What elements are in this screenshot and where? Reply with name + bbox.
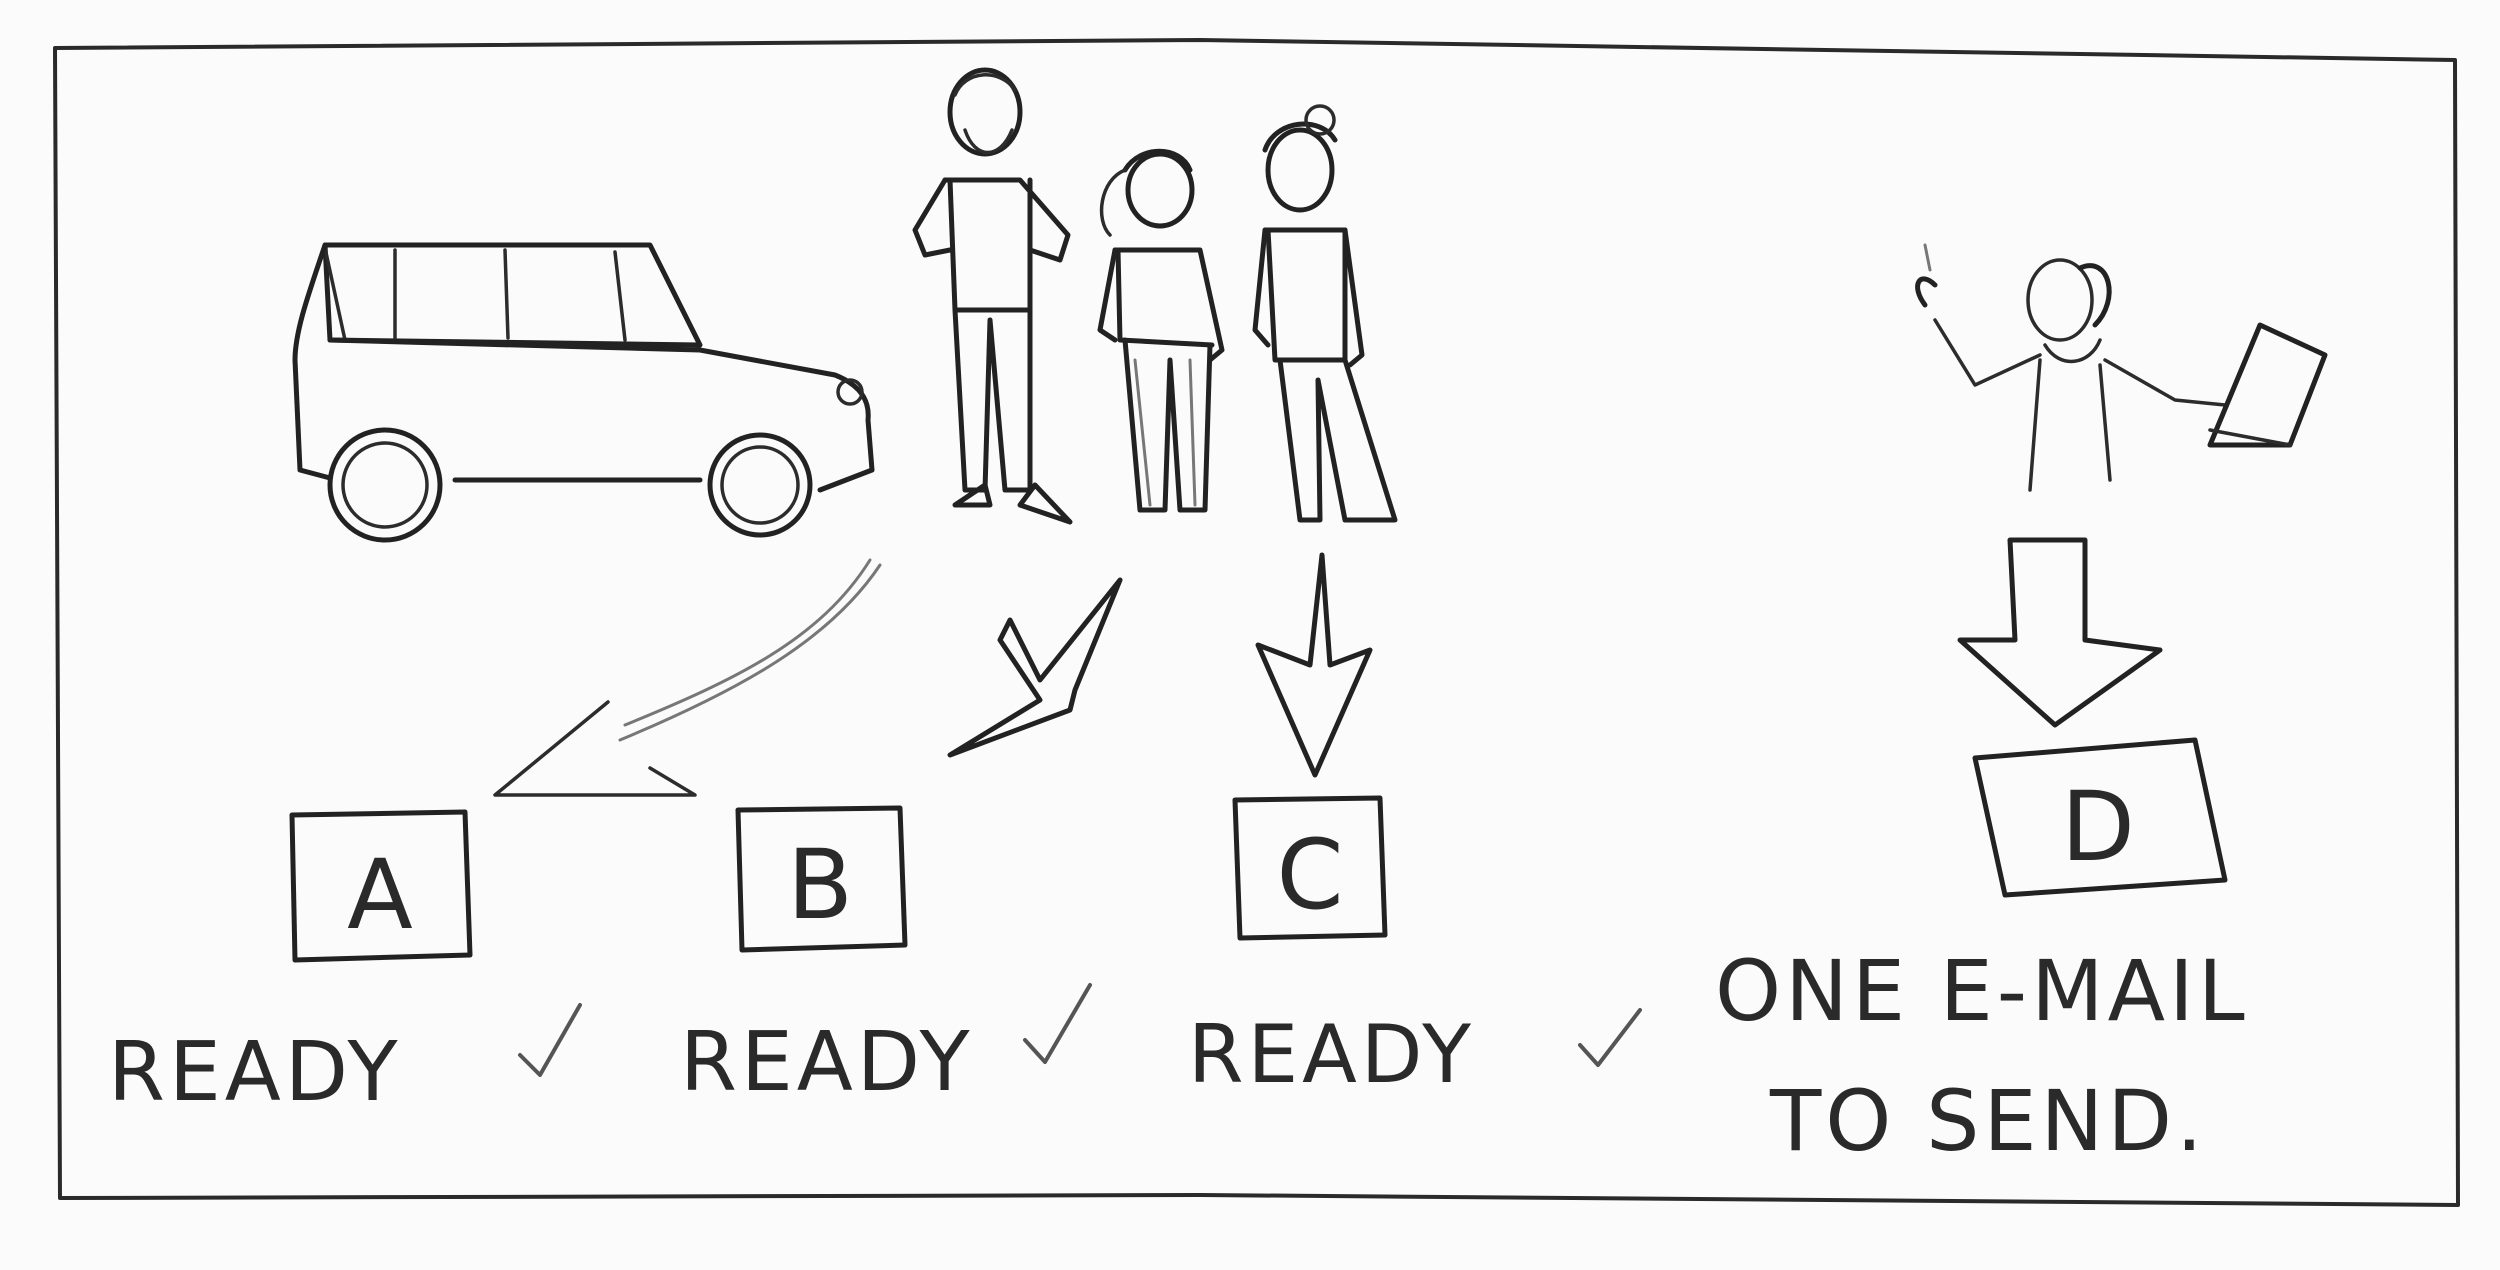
arrow-person2-to-b-icon — [947, 577, 1123, 758]
person-icon — [1252, 104, 1398, 523]
person-icon — [912, 67, 1073, 525]
arrow-person4-to-d-icon — [1957, 537, 2163, 728]
box-b: B — [735, 805, 908, 953]
wheel-icon — [707, 432, 813, 538]
box-c-letter: C — [1276, 819, 1343, 931]
box-c-status: READY — [1188, 1008, 1475, 1101]
box-b-letter: B — [787, 829, 853, 941]
laptop-icon — [2207, 322, 2328, 448]
box-d-status-line1: ONE E-MAIL — [1715, 942, 2249, 1040]
box-c: C — [1232, 795, 1388, 941]
check-icon — [518, 1003, 582, 1077]
box-b-status: READY — [680, 1015, 974, 1110]
box-d: D — [1972, 737, 2228, 898]
person-icon — [1097, 148, 1225, 513]
panel-frame — [53, 38, 2460, 1207]
check-icon — [1023, 983, 1092, 1064]
arrow-person3-to-c-icon — [1255, 552, 1373, 778]
box-a-status: READY — [108, 1025, 402, 1120]
box-d-status-line2: TO SEND. — [1769, 1072, 2207, 1170]
person-with-laptop-icon — [1915, 243, 2328, 492]
box-a-letter: A — [347, 839, 413, 951]
wheel-icon — [327, 427, 443, 543]
car-icon — [292, 242, 875, 543]
check-icon — [1578, 1008, 1642, 1067]
arrow-car-to-a-icon — [493, 558, 882, 797]
box-a: A — [289, 809, 473, 963]
box-d-letter: D — [2061, 771, 2135, 883]
